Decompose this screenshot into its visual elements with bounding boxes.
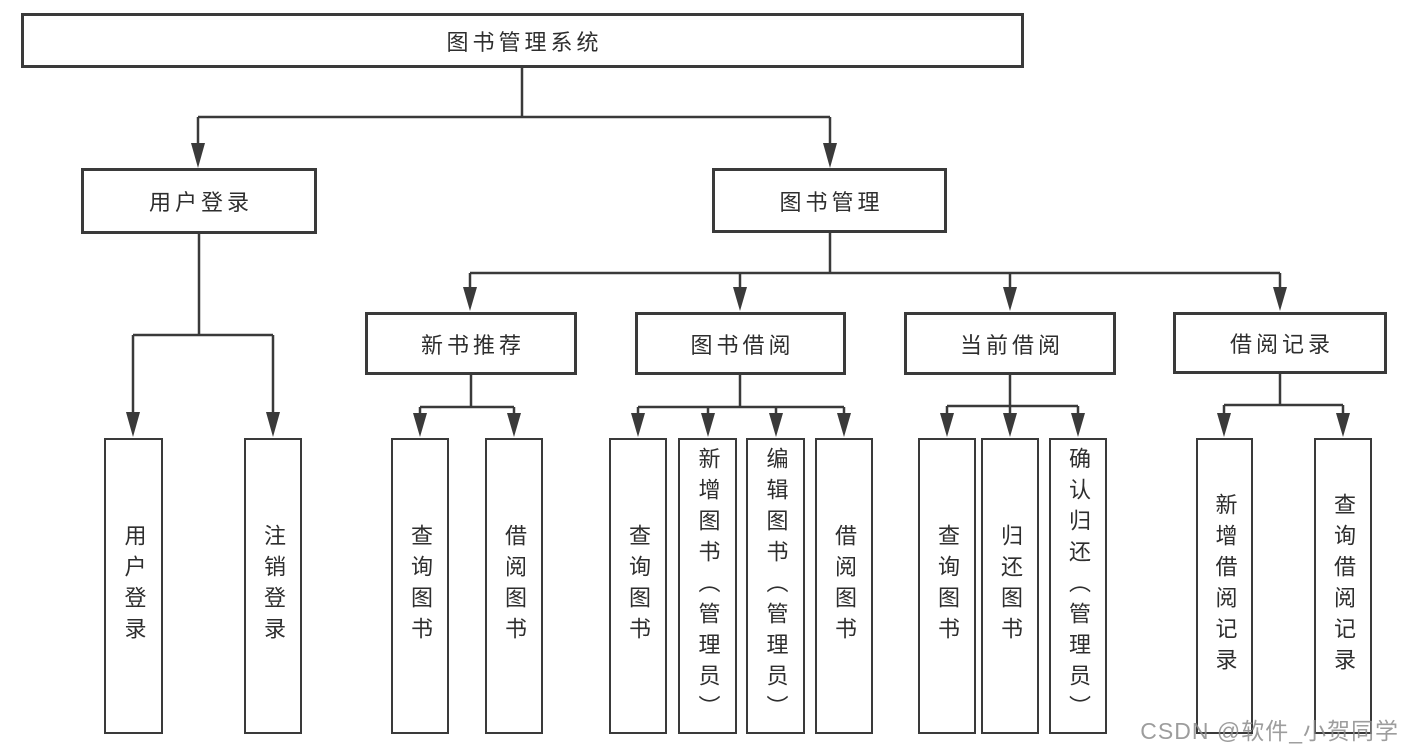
leaf-current-confirm-return-admin: 确认归还（管理员）	[1049, 438, 1107, 734]
leaf-borrow-add-books-admin: 新增图书（管理员）	[678, 438, 737, 734]
node-root: 图书管理系统	[21, 13, 1024, 68]
node-book-borrowing: 图书借阅	[635, 312, 846, 375]
node-book-management: 图书管理	[712, 168, 947, 233]
leaf-records-query-record-label: 查询借阅记录	[1331, 493, 1356, 679]
leaf-current-return-books-label: 归还图书	[998, 524, 1023, 648]
leaf-newrec-borrow-books-label: 借阅图书	[502, 524, 527, 648]
node-current-borrowing: 当前借阅	[904, 312, 1116, 375]
leaf-newrec-borrow-books: 借阅图书	[485, 438, 543, 734]
leaf-records-query-record: 查询借阅记录	[1314, 438, 1372, 734]
leaf-current-query-books: 查询图书	[918, 438, 976, 734]
leaf-logout: 注销登录	[244, 438, 302, 734]
leaf-current-query-books-label: 查询图书	[935, 524, 960, 648]
leaf-borrow-query-books-label: 查询图书	[626, 524, 651, 648]
leaf-user-login: 用户登录	[104, 438, 163, 734]
leaf-logout-label: 注销登录	[261, 524, 286, 648]
leaf-borrow-add-books-admin-label: 新增图书（管理员）	[695, 446, 721, 726]
leaf-user-login-label: 用户登录	[121, 524, 147, 648]
node-borrowing-records: 借阅记录	[1173, 312, 1387, 374]
leaf-newrec-query-books-label: 查询图书	[408, 524, 433, 648]
watermark: CSDN @软件_小贺同学	[1140, 718, 1399, 744]
leaf-borrow-borrow-books: 借阅图书	[815, 438, 873, 734]
leaf-borrow-edit-books-admin: 编辑图书（管理员）	[746, 438, 805, 734]
node-new-book-recommend: 新书推荐	[365, 312, 577, 375]
leaf-newrec-query-books: 查询图书	[391, 438, 449, 734]
leaf-current-return-books: 归还图书	[981, 438, 1039, 734]
leaf-borrow-query-books: 查询图书	[609, 438, 667, 734]
leaf-borrow-edit-books-admin-label: 编辑图书（管理员）	[763, 446, 789, 726]
leaf-records-add-record: 新增借阅记录	[1196, 438, 1253, 734]
leaf-current-confirm-return-admin-label: 确认归还（管理员）	[1066, 446, 1091, 726]
leaf-borrow-borrow-books-label: 借阅图书	[832, 524, 857, 648]
leaf-records-add-record-label: 新增借阅记录	[1212, 493, 1238, 679]
node-user-login: 用户登录	[81, 168, 317, 234]
